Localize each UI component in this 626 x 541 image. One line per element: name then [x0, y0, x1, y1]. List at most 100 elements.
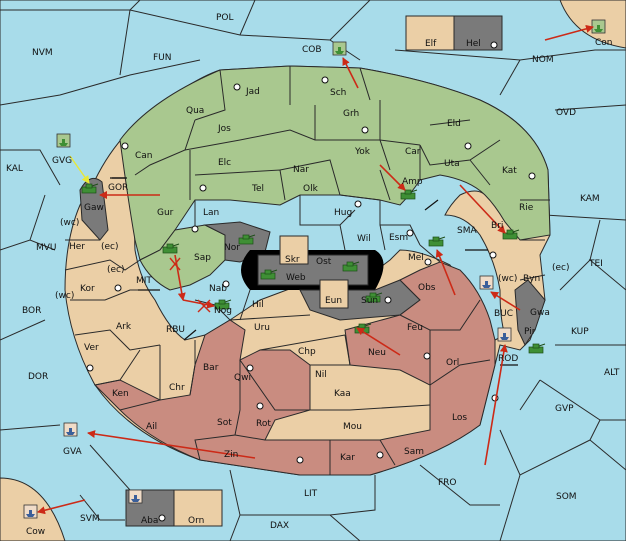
- province-label-kaa: Kaa: [334, 389, 351, 399]
- sea-label-dax: DAX: [270, 521, 289, 531]
- province-label-neu: Neu: [368, 348, 386, 358]
- province-label-her: Her: [69, 242, 85, 252]
- province-label-pir: Pir: [524, 327, 536, 337]
- province-label-gur: Gur: [157, 208, 174, 218]
- province-label-ail: Ail: [146, 422, 157, 432]
- province-label-chr: Chr: [169, 383, 185, 393]
- province-label-hel: Hel: [466, 39, 481, 49]
- coast-label-ec3: (ec): [552, 263, 570, 273]
- strait-markers: [110, 177, 518, 366]
- province-label-elc: Elc: [218, 158, 231, 168]
- sea-label-gvp: GVP: [555, 404, 574, 414]
- province-label-ark: Ark: [116, 322, 132, 332]
- province-label-rot: Rot: [256, 419, 271, 429]
- province-label-can: Can: [135, 151, 153, 161]
- province-label-chp: Chp: [298, 347, 316, 357]
- province-label-mel: Mel: [408, 253, 424, 263]
- province-label-lan: Lan: [203, 208, 219, 218]
- sea-label-tei: TEI: [588, 259, 603, 269]
- province-label-sam: Sam: [404, 447, 424, 457]
- sea-label-bor: BOR: [22, 306, 41, 316]
- province-label-car: Car: [405, 147, 421, 157]
- province-label-los: Los: [452, 413, 467, 423]
- sea-label-gor: GOR: [108, 183, 128, 193]
- province-orn[interactable]: [173, 489, 223, 527]
- sea-label-cob: COB: [302, 45, 322, 55]
- sea-label-fro: FRO: [438, 478, 457, 488]
- province-label-kor: Kor: [80, 284, 95, 294]
- province-label-orn: Orn: [188, 516, 204, 526]
- province-label-rie: Rie: [519, 203, 534, 213]
- sea-zone-labels: POL NVM FUN COB NOM OVD KAL KAM MVU TEI …: [6, 13, 620, 537]
- sea-label-nvm: NVM: [32, 48, 53, 58]
- sea-label-con: Con: [595, 38, 613, 48]
- province-label-amp: Amp: [402, 177, 423, 187]
- sea-label-som: SOM: [556, 492, 577, 502]
- province-label-aba: Aba: [141, 516, 158, 526]
- province-label-esm: Esm: [389, 233, 408, 243]
- province-label-grh: Grh: [343, 109, 359, 119]
- coast-label-ec1: (ec): [101, 242, 119, 252]
- province-label-byn: Byn: [523, 274, 540, 284]
- province-label-web: Web: [286, 273, 306, 283]
- province-elf[interactable]: [405, 15, 455, 51]
- sea-label-cow: Cow: [26, 527, 45, 537]
- province-label-elf: Elf: [425, 39, 437, 49]
- coast-label-wc1: (wc): [60, 218, 79, 228]
- sea-label-alt: ALT: [604, 368, 620, 378]
- province-label-kat: Kat: [502, 166, 517, 176]
- province-label-sap: Sap: [194, 253, 211, 263]
- province-label-nar: Nar: [293, 165, 309, 175]
- sea-label-kam: KAM: [580, 194, 600, 204]
- sea-label-svm: SVM: [80, 514, 100, 524]
- sea-label-sma: SMA: [457, 226, 477, 236]
- sea-label-rod: ROD: [498, 354, 518, 364]
- order-arrows: [37, 24, 594, 515]
- province-label-obs: Obs: [418, 283, 436, 293]
- province-label-tel: Tel: [251, 184, 264, 194]
- province-skr[interactable]: [279, 235, 309, 265]
- province-label-sun: Sun: [361, 296, 378, 306]
- province-label-uru: Uru: [254, 323, 270, 333]
- province-label-ken: Ken: [112, 389, 129, 399]
- sea-label-gva: GVA: [63, 447, 83, 457]
- sea-label-rbu: RBU: [166, 325, 185, 335]
- sea-label-pol: POL: [216, 13, 234, 23]
- province-label-jos: Jos: [217, 124, 231, 134]
- coast-labels: (wc) (ec) (ec) (wc) (wc) (ec): [55, 218, 570, 301]
- sea-label-nom: NOM: [532, 55, 554, 65]
- sea-label-mit: MIT: [136, 276, 152, 286]
- province-label-sot: Sot: [217, 418, 232, 428]
- province-label-uta: Uta: [444, 159, 460, 169]
- coast-label-ec2: (ec): [107, 265, 125, 275]
- sea-label-gvg: GVG: [52, 156, 72, 166]
- province-label-eun: Eun: [325, 296, 342, 306]
- province-label-bar: Bar: [203, 363, 219, 373]
- province-label-skr: Skr: [285, 255, 300, 265]
- sea-label-buc: BUC: [494, 309, 513, 319]
- coast-label-wc3: (wc): [498, 274, 517, 284]
- sea-label-dor: DOR: [28, 372, 48, 382]
- province-label-olk: Olk: [303, 184, 319, 194]
- province-label-qwi: Qwi: [234, 373, 251, 383]
- sea-label-lit: LIT: [304, 489, 318, 499]
- province-label-nil: Nil: [315, 370, 327, 380]
- province-label-gwa: Gwa: [530, 308, 550, 318]
- province-label-hil: Hil: [252, 300, 264, 310]
- province-label-gaw: Gaw: [84, 203, 104, 213]
- province-pir[interactable]: [514, 279, 546, 347]
- province-label-kar: Kar: [340, 453, 355, 463]
- supply-centres: [86, 41, 536, 522]
- province-label-nab: Nab: [209, 284, 227, 294]
- province-label-nog: Nog: [214, 306, 232, 316]
- province-label-orl: Orl: [446, 358, 459, 368]
- province-label-eld: Eld: [447, 119, 461, 129]
- province-label-mou: Mou: [343, 422, 362, 432]
- sea-label-fun: FUN: [153, 53, 172, 63]
- province-labels: Jad Sch Qua Jos Grh Eld Can Yok Car Uta …: [69, 39, 550, 526]
- province-eun[interactable]: [319, 279, 349, 309]
- province-label-jad: Jad: [245, 87, 260, 97]
- coast-label-wc2: (wc): [55, 291, 74, 301]
